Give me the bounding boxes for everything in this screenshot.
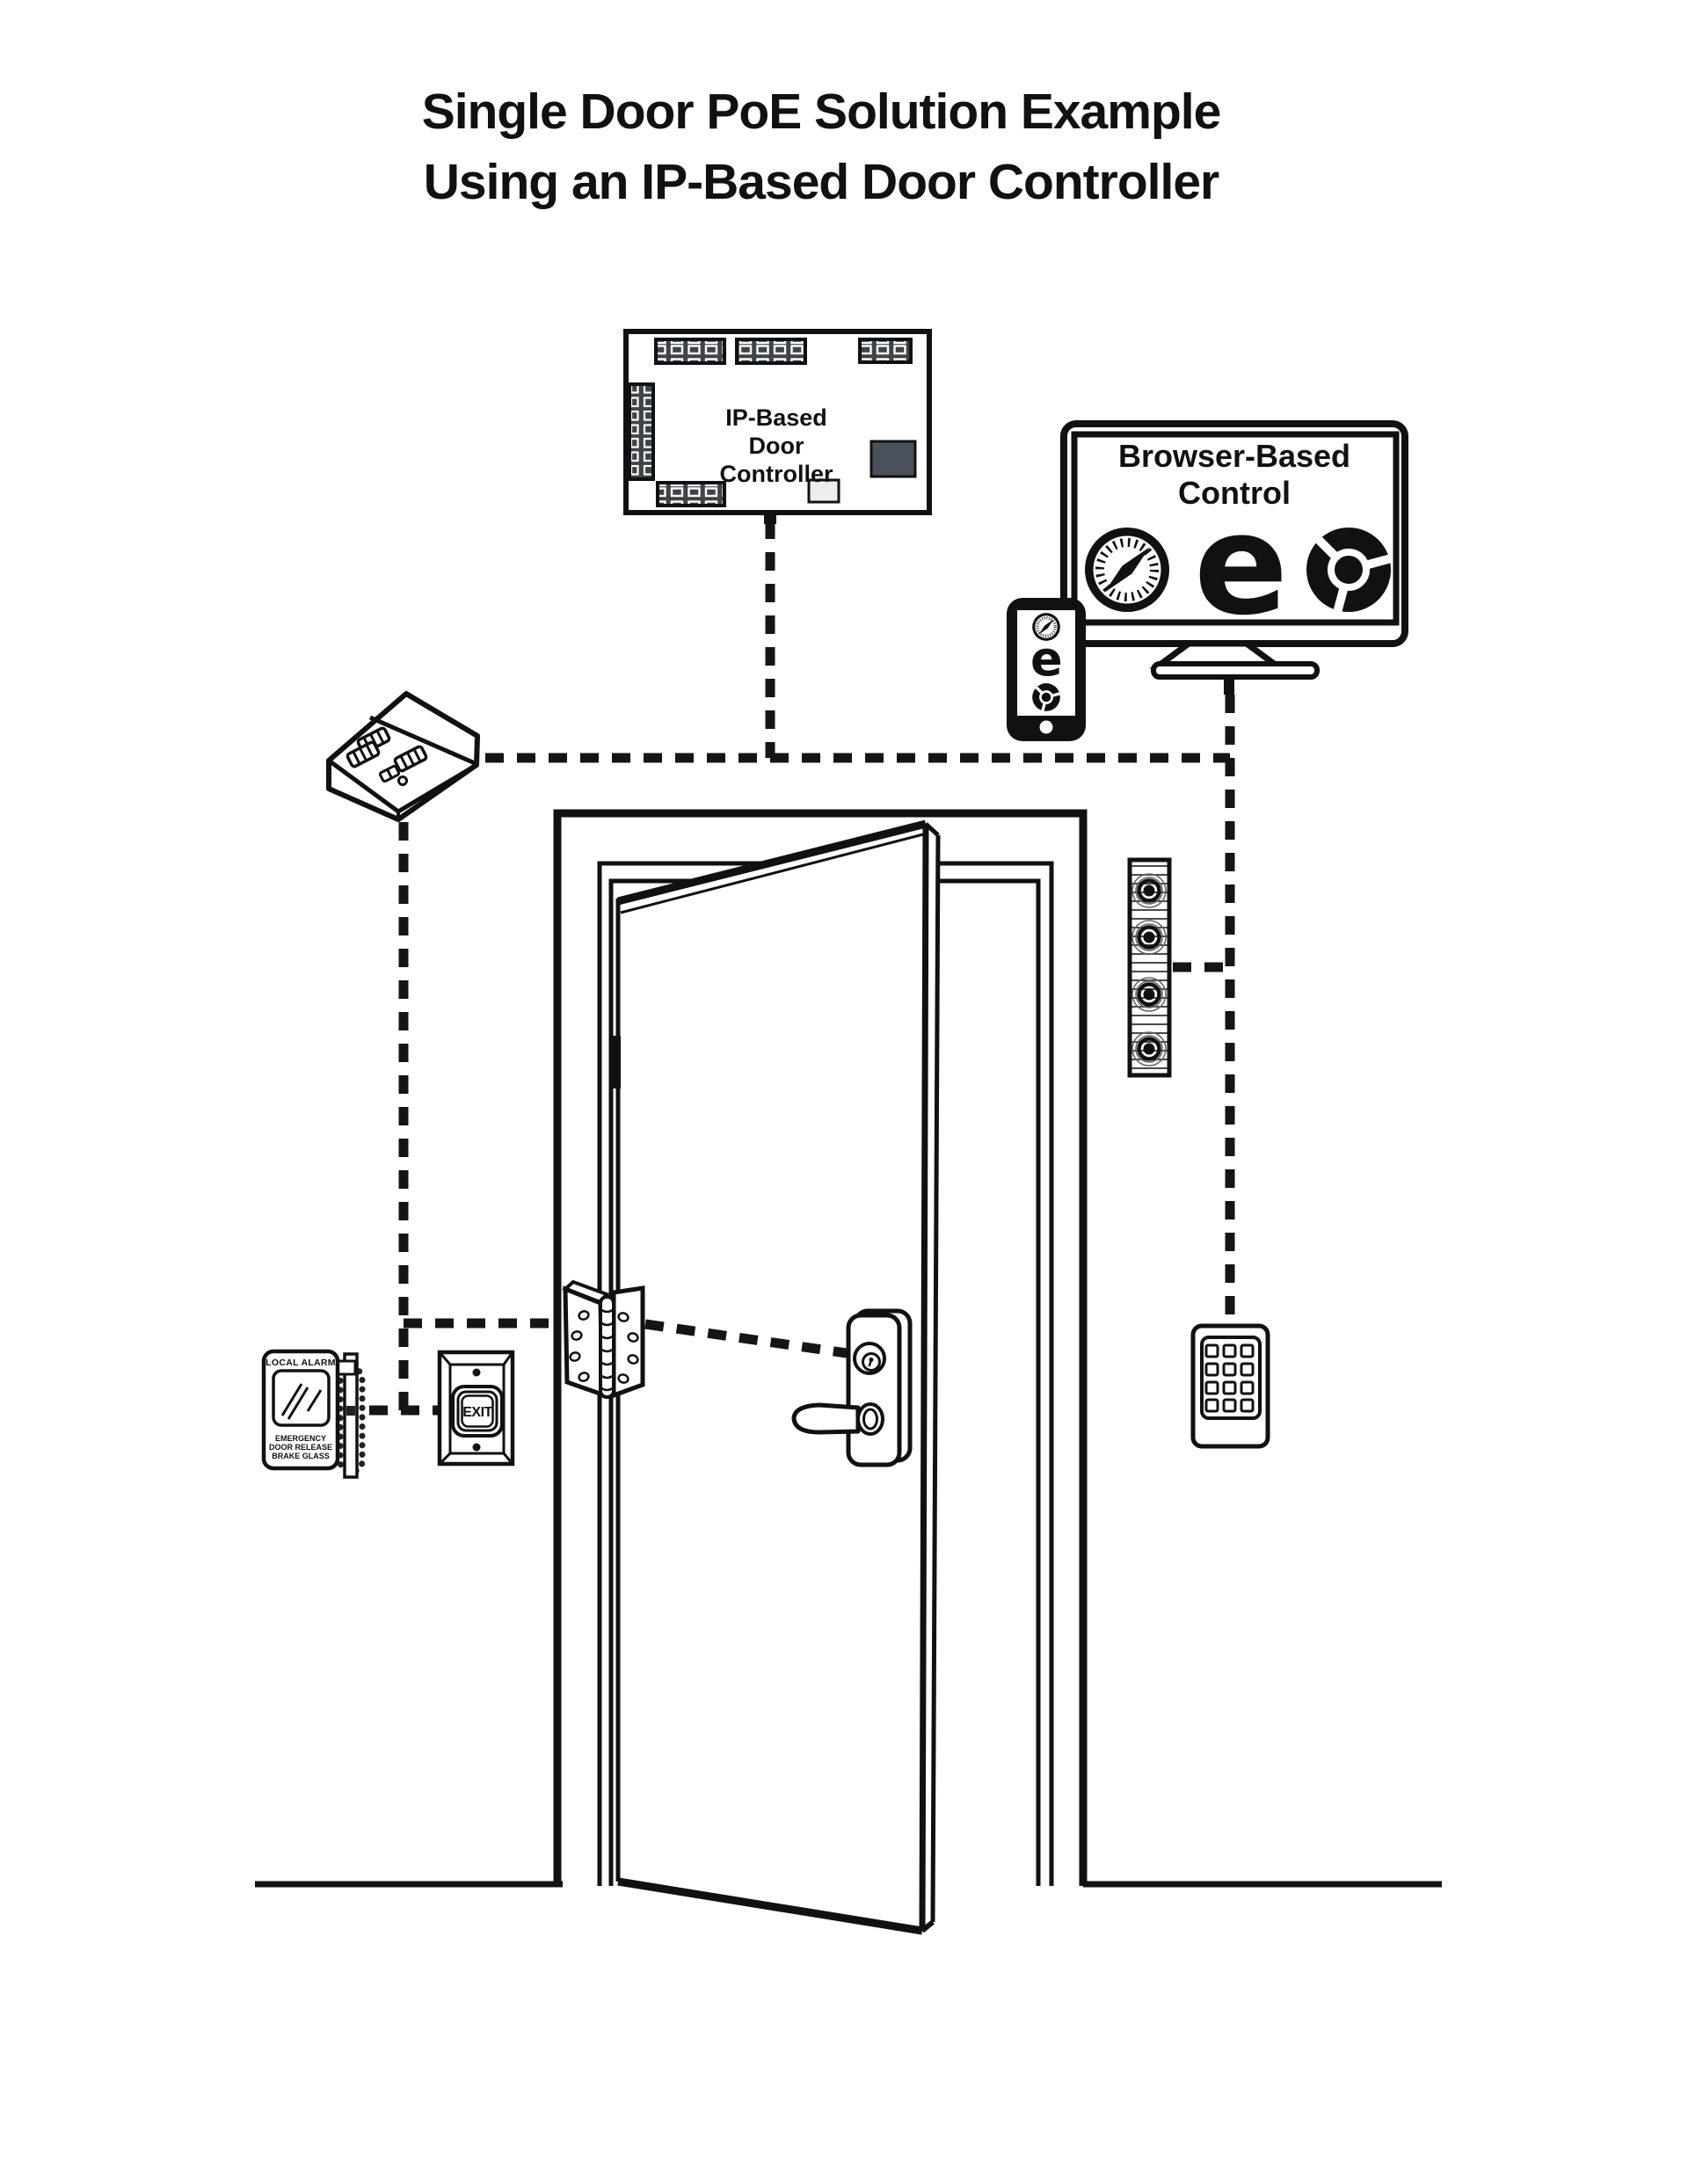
safari-icon bbox=[1085, 528, 1169, 612]
ip-door-controller: IP-Based Door Controller bbox=[623, 329, 932, 524]
alarm-text-line1: EMERGENCY bbox=[275, 1434, 326, 1443]
electric-strike bbox=[1127, 857, 1172, 1078]
supply-led bbox=[397, 775, 408, 786]
strike-screw bbox=[1131, 977, 1167, 1012]
controller-label: IP-Based Door Controller bbox=[719, 404, 833, 487]
terminal-block bbox=[735, 338, 807, 365]
browser-monitor: Browser-Based Control e bbox=[1060, 420, 1408, 695]
lock-plate bbox=[846, 1313, 902, 1467]
hinge-barrel bbox=[599, 1295, 615, 1399]
chrome-icon bbox=[1306, 528, 1391, 612]
controller-label-line3: Controller bbox=[719, 461, 833, 487]
cable-runs bbox=[369, 521, 1235, 1416]
edge-icon: e bbox=[1194, 484, 1288, 646]
strike-screw bbox=[1131, 920, 1167, 955]
lever-neck bbox=[856, 1402, 884, 1436]
door-lock-handle bbox=[791, 1308, 913, 1467]
terminal-block bbox=[656, 481, 726, 507]
local-alarm: LOCAL ALARM EMERGENCY DOOR RELEASE BRAKE… bbox=[261, 1349, 366, 1479]
title-line-2: Using an IP-Based Door Controller bbox=[424, 154, 1219, 210]
controller-chip bbox=[869, 440, 917, 478]
terminal-block-vertical bbox=[628, 382, 655, 481]
chrome-icon bbox=[1030, 681, 1062, 713]
terminal-block bbox=[858, 338, 913, 364]
hinge-left-leaf bbox=[563, 1285, 605, 1398]
keypad-buttons bbox=[1204, 1343, 1255, 1413]
lever-handle bbox=[791, 1402, 861, 1435]
page-title: Single Door PoE Solution Example Using a… bbox=[422, 84, 1222, 210]
chain-clip bbox=[346, 1406, 355, 1416]
monitor-cable-stub bbox=[1224, 677, 1234, 695]
monitor-label-line1: Browser-Based bbox=[1118, 438, 1350, 474]
alarm-header: LOCAL ALARM bbox=[266, 1358, 336, 1368]
power-transfer-hinge bbox=[562, 1279, 645, 1399]
controller-cable-stub bbox=[764, 513, 776, 524]
door-gap-shadow bbox=[613, 1036, 621, 1088]
exit-label: EXIT bbox=[462, 1405, 492, 1420]
exit-screw bbox=[472, 1368, 481, 1377]
door-leaf bbox=[613, 819, 941, 1935]
cable-hinge-to-lock bbox=[644, 1319, 848, 1358]
strike-screw bbox=[1131, 1031, 1167, 1067]
edge-icon: e bbox=[1030, 631, 1063, 687]
keypad-reader bbox=[1190, 1323, 1270, 1449]
supply-connector bbox=[378, 764, 401, 783]
glass-shine bbox=[280, 1383, 323, 1420]
exit-plate-bevels bbox=[438, 1351, 514, 1466]
poe-power-supply bbox=[326, 691, 480, 822]
exit-screw bbox=[472, 1443, 481, 1452]
smartphone: e bbox=[1007, 598, 1086, 741]
hinge-screws bbox=[569, 1310, 639, 1384]
terminal-block bbox=[654, 338, 726, 365]
controller-label-line1: IP-Based bbox=[725, 404, 827, 431]
monitor-stand-base bbox=[1151, 661, 1320, 680]
controller-port bbox=[807, 478, 840, 504]
alarm-text-line2: DOOR RELEASE bbox=[269, 1443, 332, 1452]
exit-button: EXIT bbox=[437, 1350, 515, 1467]
alarm-text-line3: BRAKE GLASS bbox=[272, 1452, 330, 1460]
monitor-label-line2: Control bbox=[1178, 475, 1291, 511]
title-line-1: Single Door PoE Solution Example bbox=[422, 84, 1221, 140]
phone-home-button bbox=[1039, 720, 1053, 734]
strike-screw bbox=[1131, 873, 1167, 908]
controller-label-line2: Door bbox=[749, 433, 804, 459]
